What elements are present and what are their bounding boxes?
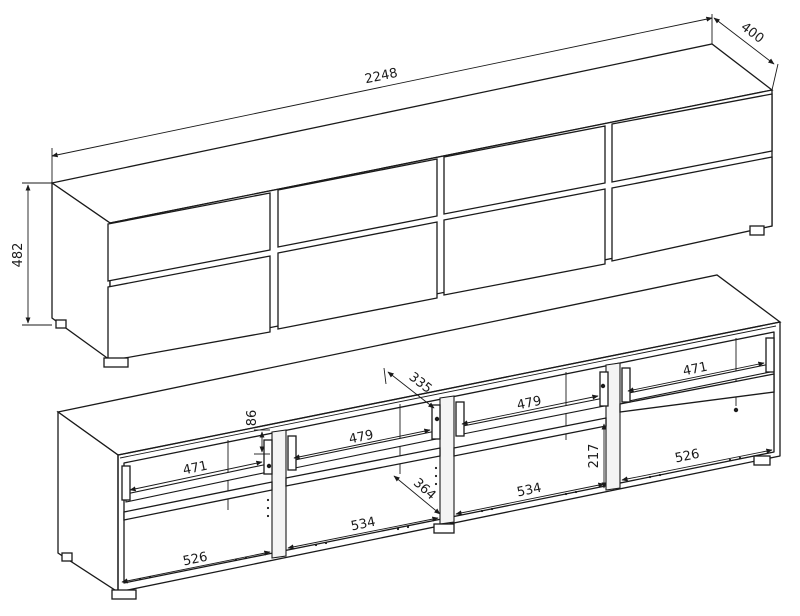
extension-line [383,367,387,385]
dimension-line-drawer-depth [387,371,435,409]
cabinet-foot [749,225,765,236]
dim-label-floor-left: 526 [182,550,209,570]
closed-cabinet-view: 2248 400 482 [11,14,779,368]
hole [600,383,606,389]
rail-bracket [455,401,465,437]
dim-label-width: 2248 [364,66,399,87]
dim-label-compartment-height: 217 [587,444,602,469]
dimension-line-depth [713,17,775,65]
cabinet-foot [103,357,129,368]
rail-bracket [121,465,131,501]
divider-panel [439,395,455,525]
dimension-line-width [51,16,713,158]
rail-bracket [599,371,609,407]
open-cabinet-view: 471 479 479 471 526 534 534 526 86 217 3… [56,274,782,600]
dim-label-depth: 400 [738,20,767,47]
dimension-line-rail [461,394,599,426]
rail-bracket [765,337,775,373]
screw-marks [138,456,742,581]
shelf-edge [123,481,273,521]
cabinet-opening [123,331,775,584]
drawer-front [277,221,438,330]
cabinet-front-frame [117,321,781,593]
dimension-line-floor [287,516,439,550]
rail-bracket [431,404,441,440]
hole [733,407,739,413]
cabinet-foot [61,552,73,562]
dim-label-floor-right: 526 [674,447,701,467]
dimension-line-floor [121,550,271,584]
dimension-line-floor [455,482,605,516]
hole [266,463,272,469]
dim-label-drawer-depth-bottom: 364 [410,476,438,504]
drawer-front [107,192,271,282]
extension-line [771,63,779,91]
hole [434,416,440,422]
rail-bracket [621,367,631,403]
dim-label-drawer-height: 86 [245,410,260,427]
dimension-line-rail [627,361,765,393]
dim-label-rail-center-left: 479 [348,428,375,448]
drawer-front [443,188,606,296]
drawer-front [107,255,271,362]
cabinet-foot [753,455,771,466]
back-panel-edge [119,325,777,459]
cabinet-foot [55,319,67,329]
cabinet-foot [111,589,137,600]
dim-label-rail-left: 471 [182,459,209,479]
dim-label-rail-center-right: 479 [516,394,543,414]
rail-bracket [263,439,273,475]
rail-bracket [287,435,297,471]
dimension-line-rail [129,460,263,492]
dim-label-floor-center-right: 534 [516,481,543,501]
dim-label-floor-center-left: 534 [350,515,377,535]
drawer-front [277,158,438,248]
dimension-line-floor [621,448,773,482]
dimension-line-rail [293,428,431,460]
drawer-front [611,156,773,262]
divider-panel [271,429,287,559]
dim-label-rail-right: 471 [682,360,709,380]
dim-label-height: 482 [11,243,26,268]
cabinet-foot [433,523,455,534]
dimension-line-drawer-depth [393,475,441,515]
